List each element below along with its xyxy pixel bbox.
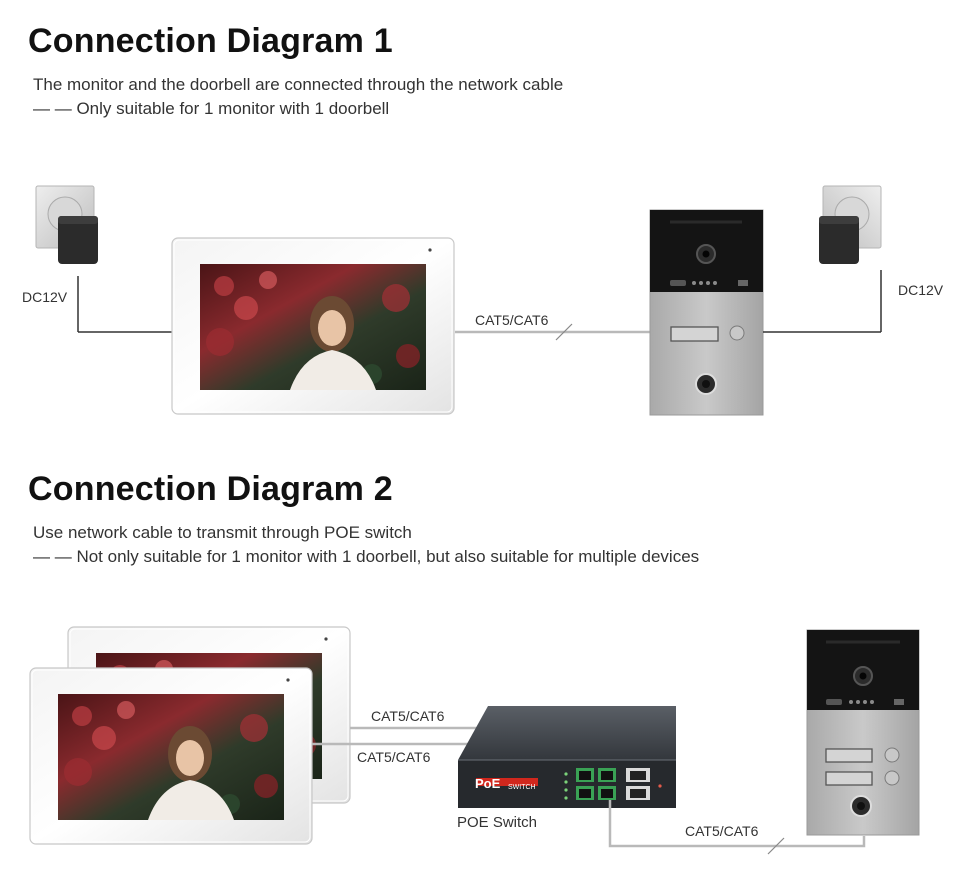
doorbell-panel-icon (649, 209, 764, 416)
cable-label-mid: CAT5/CAT6 (357, 749, 431, 765)
power-right-label: DC12V (898, 282, 944, 298)
network-cable-switch-to-doorbell (608, 800, 866, 855)
diagram-1-title: Connection Diagram 1 (28, 22, 393, 60)
diagram-2-title: Connection Diagram 2 (28, 470, 393, 508)
indoor-monitor-front-icon (29, 667, 313, 845)
indoor-monitor-icon (171, 237, 455, 415)
diagram-1-note: — — Only suitable for 1 monitor with 1 d… (33, 99, 390, 118)
power-left-label: DC12V (22, 289, 68, 305)
cable-label-bottom: CAT5/CAT6 (685, 823, 759, 839)
diagram-2-description: Use network cable to transmit through PO… (33, 523, 412, 542)
diagram-2-note: — — Not only suitable for 1 monitor with… (33, 547, 700, 566)
poe-switch-icon (458, 706, 676, 808)
power-adapter-left-icon (35, 185, 172, 333)
cable-label-top: CAT5/CAT6 (371, 708, 445, 724)
diagram-1-description: The monitor and the doorbell are connect… (33, 75, 564, 94)
poe-switch-label: POE Switch (457, 814, 538, 831)
poe-logo-text: PoE (475, 776, 501, 791)
switch-logo-text: SWITCH (508, 784, 536, 791)
cable-label-diagram-1: CAT5/CAT6 (475, 312, 549, 328)
network-cable-diagram-1 (455, 323, 650, 341)
power-adapter-right-icon (763, 185, 882, 333)
doorbell-panel-two-button-icon (806, 629, 920, 836)
